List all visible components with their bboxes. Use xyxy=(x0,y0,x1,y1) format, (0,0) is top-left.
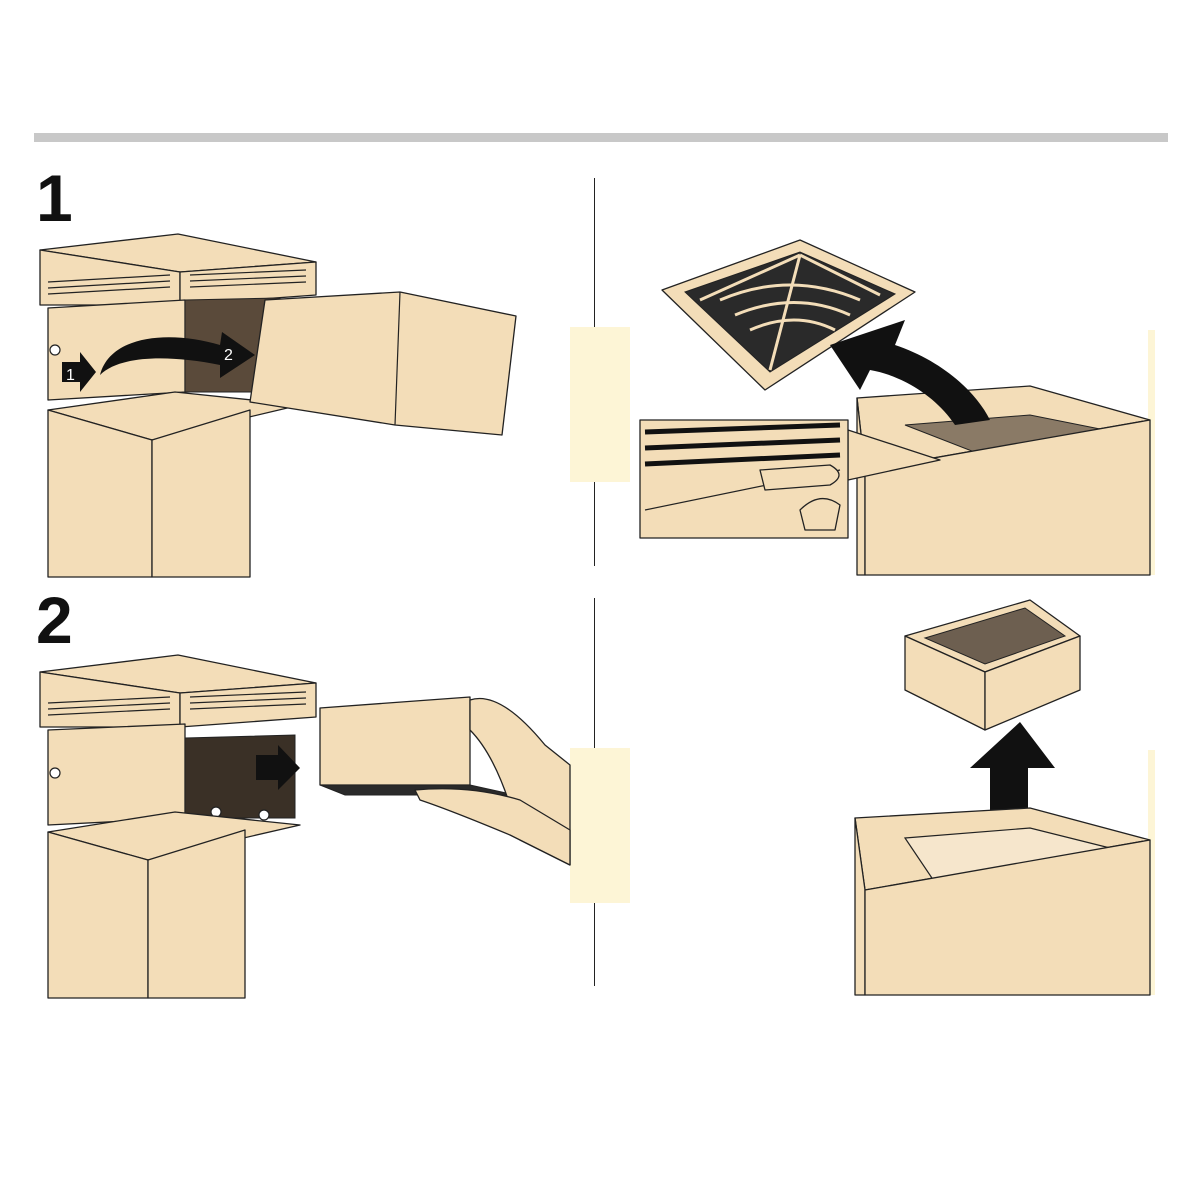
tint-panel xyxy=(1148,330,1155,575)
arrow-label-2: 2 xyxy=(224,347,233,364)
illustration-hood-remove-filter xyxy=(39,654,571,999)
step-number-1: 1 xyxy=(36,161,73,235)
tint-panel xyxy=(570,327,630,482)
illustration-lift-filter-block xyxy=(854,599,1151,996)
illustration-hood-remove-cover: 1 2 xyxy=(39,233,517,578)
tint-panel xyxy=(570,748,630,903)
step-number-2: 2 xyxy=(36,583,73,657)
tint-panel xyxy=(1148,750,1155,995)
illustration-remove-grille xyxy=(639,239,1151,576)
header-rule xyxy=(34,133,1168,142)
arrow-label-1: 1 xyxy=(66,367,75,384)
